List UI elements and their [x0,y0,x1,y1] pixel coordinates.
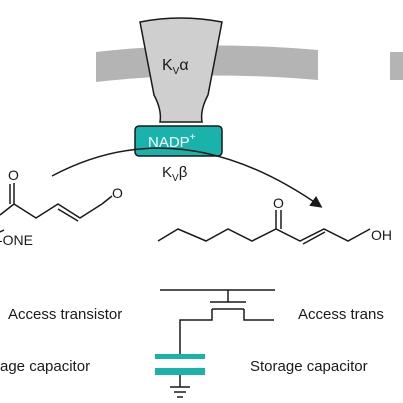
left-capacitor-label: age capacitor [0,358,90,375]
svg-text:KVα: KVα [162,57,189,77]
kv-beta-label: K [162,164,172,181]
left-oxygen-right: O [112,185,123,201]
svg-text:NADP+: NADP+ [148,132,196,151]
left-transistor-label: Access transistor [8,306,122,323]
capacitor-top-plate [155,354,205,359]
membrane-band-right [390,52,403,80]
kv-alpha-subunit [139,17,223,123]
nadp-charge: + [190,132,196,143]
kv-alpha-subscript: V [173,66,180,77]
left-molecule-label: -ONE [0,232,33,248]
left-oxygen-top: O [8,167,19,183]
kv-alpha-label: K [162,57,173,74]
transistor-right-lead [243,309,274,321]
right-capacitor-label: Storage capacitor [250,358,368,375]
right-hydroxyl: OH [371,227,392,243]
right-molecule [157,210,371,245]
kv-alpha-greek: α [179,57,188,74]
transistor-left-lead [179,309,213,354]
kv-beta-subscript: V [172,173,179,184]
nadp-label: NADP [148,134,190,151]
svg-text:KVβ: KVβ [162,164,188,184]
capacitor-bottom-plate [155,368,205,375]
kv-beta-greek: β [179,164,188,181]
left-molecule [0,183,113,233]
reaction-arrow [51,147,323,208]
right-transistor-label: Access trans [298,306,384,323]
right-oxygen-top: O [273,195,284,211]
circuit [160,289,275,398]
